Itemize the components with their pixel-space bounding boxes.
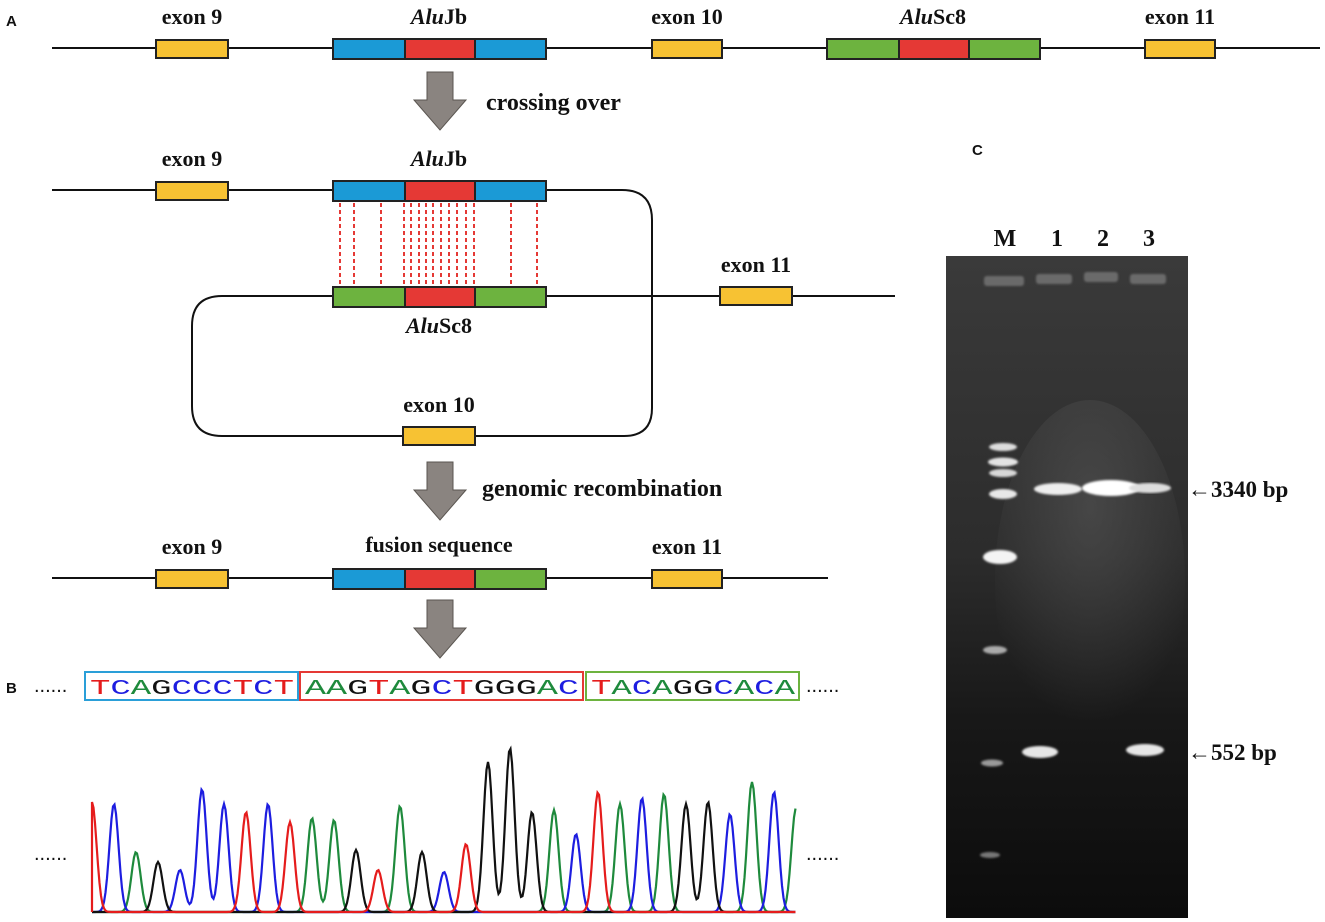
band-lane2-large: [1082, 480, 1140, 496]
row2-exon9-box: [155, 181, 229, 201]
row1-exon9-label: exon 9: [162, 4, 223, 29]
seq-box-alujb: [84, 671, 299, 701]
marker-ladder: [980, 443, 1018, 858]
row3-fusion-right: [474, 568, 547, 590]
row2-exon10-label: exon 10: [403, 392, 475, 417]
down-arrow-2: [412, 461, 468, 521]
row1-alujb-right: [474, 38, 547, 60]
chromatogram: ...... ......: [34, 745, 839, 914]
row1-exon9-box: [155, 39, 229, 59]
seq-box-core: [299, 671, 584, 701]
row1-alujb-core: [404, 38, 476, 60]
chromatogram-ellipsis-left: ......: [34, 843, 67, 865]
lane-label-3: 3: [1143, 226, 1155, 252]
row1-genomic-map: exon 9 AluJb exon 10 AluSc8 exon 11: [52, 4, 1320, 60]
lane-label-1: 1: [1051, 226, 1063, 252]
row3-fusion-core: [404, 568, 476, 590]
seq-box-alusc8: [585, 671, 800, 701]
row1-exon10-box: [651, 39, 723, 59]
row3-fusion-label: fusion sequence: [365, 532, 513, 557]
row1-exon11-box: [1144, 39, 1216, 59]
row3-exon9-box: [155, 569, 229, 589]
row2-alusc8-right: [474, 286, 547, 308]
row2-exon9-label: exon 9: [162, 146, 223, 171]
row1-alujb-left: [332, 38, 406, 60]
row1-exon10-label: exon 10: [651, 4, 723, 29]
band-size-small: ←552 bp: [1188, 740, 1277, 765]
row3-exon9-label: exon 9: [162, 534, 223, 559]
row2-alujb-core: [404, 180, 476, 202]
panel-a-letter: A: [6, 13, 17, 30]
lane-label-2: 2: [1097, 226, 1109, 252]
row2-alujb-label: AluJb: [409, 146, 467, 171]
row2-alusc8-left: [332, 286, 406, 308]
row2-exon11-label: exon 11: [721, 252, 791, 277]
row1-alusc8-label: AluSc8: [898, 4, 966, 29]
step2-label: genomic recombination: [482, 476, 722, 502]
row3-exon11-label: exon 11: [652, 534, 722, 559]
lane-label-m: M: [994, 226, 1017, 252]
row1-alujb-label: AluJb: [409, 4, 467, 29]
row2-exon11-box: [719, 286, 793, 306]
row2-alujb-left: [332, 180, 406, 202]
chromatogram-ellipsis-right: ......: [806, 843, 839, 865]
row3-fusion-left: [332, 568, 406, 590]
agarose-gel: [946, 256, 1188, 918]
row2-crossover-diagram: exon 9 AluJb exon 11 AluSc8 exon 10: [52, 146, 895, 446]
trace-T: [90, 789, 796, 914]
row3-exon11-box: [651, 569, 723, 589]
step1-label: crossing over: [486, 90, 621, 116]
row2-exon10-box: [402, 426, 476, 446]
row3-fusion-map: exon 9 fusion sequence exon 11: [52, 532, 828, 590]
band-lane1-large: [1034, 483, 1082, 495]
band-lane3-large: [1129, 483, 1171, 493]
down-arrow-3: [412, 599, 468, 659]
row1-alusc8-left: [826, 38, 900, 60]
sequence-ellipsis-right: ......: [806, 675, 839, 697]
row2-alusc8-core: [404, 286, 476, 308]
row1-alusc8-right: [968, 38, 1041, 60]
panel-c-letter: C: [972, 142, 983, 159]
homology-lines: [339, 203, 538, 285]
row2-alusc8-label: AluSc8: [404, 313, 472, 338]
band-lane3-small: [1126, 744, 1164, 756]
sequence-ellipsis-left: ......: [34, 675, 67, 697]
gel-lane-labels: M 1 2 3: [994, 226, 1155, 252]
band-size-large: ←3340 bp: [1188, 477, 1288, 502]
band-lane1-small: [1022, 746, 1058, 758]
down-arrow-1: [412, 71, 468, 131]
row1-alusc8-core: [898, 38, 970, 60]
panel-b-letter: B: [6, 680, 17, 697]
row2-alujb-right: [474, 180, 547, 202]
row1-exon11-label: exon 11: [1145, 4, 1215, 29]
